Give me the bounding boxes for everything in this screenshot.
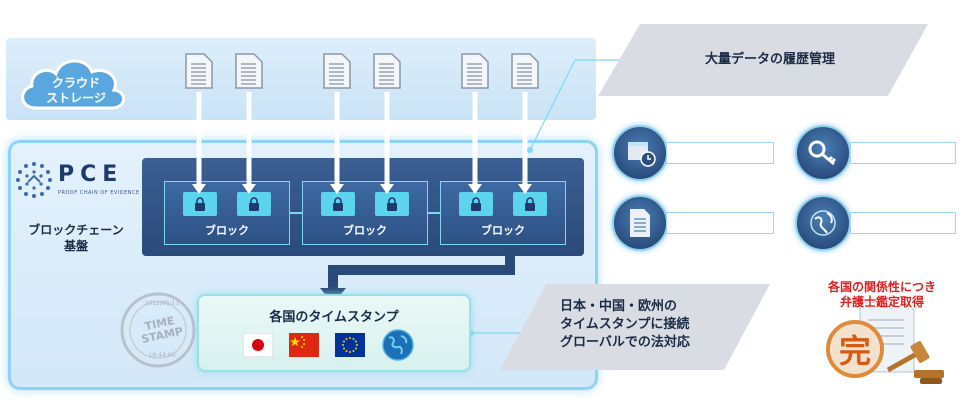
pce-logo-text: PCE	[58, 162, 124, 187]
lock-icon	[513, 192, 547, 216]
world-feature-bar	[850, 212, 956, 234]
bottom-banner-line2: タイムスタンプに接続	[560, 317, 690, 332]
cloud-label-line2: ストレージ	[46, 91, 106, 105]
calendar-clock-icon	[612, 125, 668, 181]
lock-icon	[183, 192, 217, 216]
block-2: ブロック	[302, 181, 428, 245]
bottom-banner-text: 日本・中国・欧州の タイムスタンプに接続 グローバルでの法対応	[560, 298, 740, 352]
japan-flag-icon	[243, 333, 273, 357]
calendar-feature-bar	[666, 142, 774, 164]
top-banner-text: 大量データの履歴管理	[704, 52, 835, 67]
bottom-banner-line3: グローバルでの法対応	[560, 335, 690, 350]
cloud-label-line1: クラウド	[51, 76, 100, 90]
pce-logo-icon	[16, 162, 52, 198]
blockchain-label-line2: 基盤	[63, 239, 88, 253]
document-icon	[373, 53, 401, 89]
lock-icon	[237, 192, 271, 216]
blockchain-base-label: ブロックチェーン 基盤	[14, 222, 138, 254]
document-icon	[323, 53, 351, 89]
document-icon	[461, 53, 489, 89]
cloud-icon	[21, 59, 125, 110]
block-label: ブロック	[205, 224, 249, 237]
bottom-banner-line1: 日本・中国・欧州の	[560, 299, 678, 314]
china-flag-icon	[289, 333, 319, 357]
document-feature-bar	[666, 212, 774, 234]
award-text-line2: 弁護士鑑定取得	[839, 295, 924, 309]
gavel-icon	[886, 341, 944, 384]
top-banner	[598, 24, 928, 96]
document-icon	[185, 53, 213, 89]
award-text-line1: 各国の関係性につき	[827, 280, 936, 294]
globe-icon	[382, 329, 414, 361]
world-icon	[795, 195, 851, 251]
cloud-storage-label: クラウド ストレージ	[30, 76, 122, 106]
timestamp-title: 各国のタイムスタンプ	[269, 310, 399, 325]
key-icon	[795, 125, 851, 181]
block-label: ブロック	[481, 224, 525, 237]
lock-icon	[459, 192, 493, 216]
document-feature-icon	[612, 195, 668, 251]
bottom-banner	[500, 284, 770, 370]
document-icon	[235, 53, 263, 89]
block-1: ブロック	[164, 181, 290, 245]
lock-icon	[321, 192, 355, 216]
blockchain-label-line1: ブロックチェーン	[28, 223, 124, 237]
stamp-date: 2012/05/11	[144, 300, 180, 307]
eu-flag-icon	[335, 333, 365, 357]
key-feature-bar	[850, 142, 956, 164]
stamp-time: 16:44:00	[148, 352, 176, 359]
completion-seal: 完	[826, 320, 884, 378]
time-stamp-seal	[120, 292, 196, 368]
lock-icon	[375, 192, 409, 216]
document-icon	[511, 53, 539, 89]
block-3: ブロック	[440, 181, 566, 245]
award-text: 各国の関係性につき 弁護士鑑定取得	[812, 280, 952, 310]
block-label: ブロック	[343, 224, 387, 237]
pce-logo-subtext: PROOF CHAIN OF EVIDENCE	[58, 190, 140, 196]
